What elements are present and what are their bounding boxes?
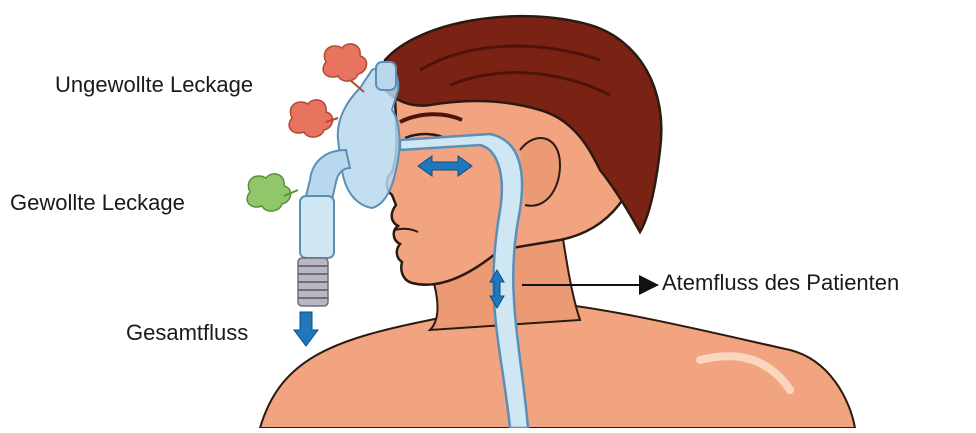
cloud-unwanted-leak-icon bbox=[289, 100, 338, 137]
flow-arrow-icon bbox=[294, 312, 318, 346]
label-total-flow: Gesamtfluss bbox=[126, 322, 248, 344]
cloud-unwanted-leak-icon bbox=[323, 44, 366, 92]
hose bbox=[298, 258, 328, 306]
cloud-wanted-leak-icon bbox=[247, 174, 298, 211]
label-intended-leak: Gewollte Leckage bbox=[10, 192, 185, 214]
label-unintended-leak: Ungewollte Leckage bbox=[55, 74, 253, 96]
label-patient-flow: Atemfluss des Patienten bbox=[662, 272, 899, 294]
tube-connector bbox=[300, 196, 334, 258]
